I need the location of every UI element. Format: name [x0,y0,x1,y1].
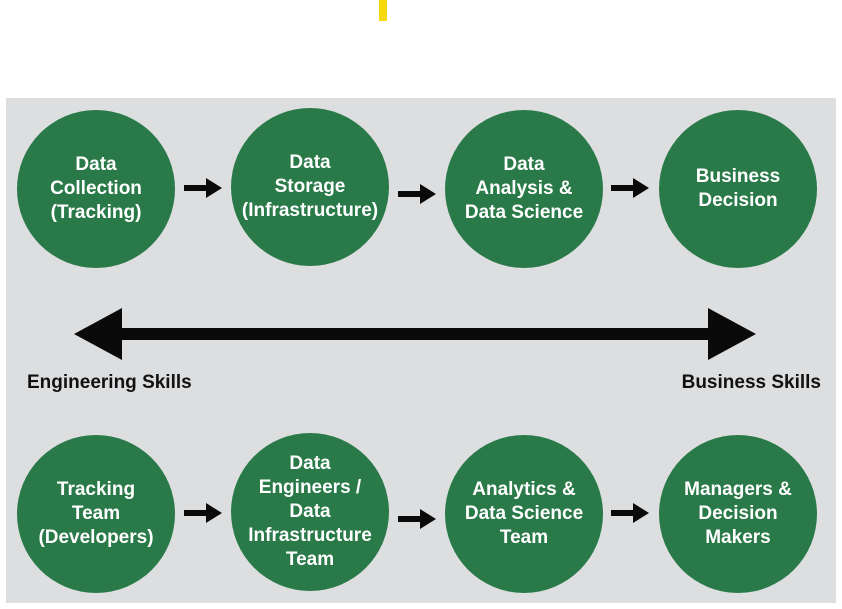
team-label: Tracking Team (Developers) [38,479,154,548]
team-label: Data Engineers / Data Infrastructure Tea… [248,453,372,570]
engineering-skills-label: Engineering Skills [27,372,192,393]
step-data-analysis: Data Analysis & Data Science [445,110,603,268]
step-label: Data Storage (Infrastructure) [241,152,379,221]
arrow-right-icon [611,503,649,523]
team-label: Analytics & Data Science Team [464,479,584,548]
business-skills-label: Business Skills [681,372,821,393]
arrow-right-icon [398,509,436,529]
arrow-right-icon [184,503,222,523]
arrow-right-icon [398,184,436,204]
team-tracking: Tracking Team (Developers) [17,435,175,593]
team-managers: Managers & Decision Makers [659,435,817,593]
step-business-decision: Business Decision [659,110,817,268]
team-data-engineers: Data Engineers / Data Infrastructure Tea… [231,433,389,591]
step-data-collection: Data Collection (Tracking) [17,110,175,268]
step-data-storage: Data Storage (Infrastructure) [231,108,389,266]
step-label: Data Analysis & Data Science [464,154,584,223]
arrow-right-icon [184,178,222,198]
double-arrow-icon [74,308,756,360]
step-label: Data Collection (Tracking) [50,154,142,223]
step-label: Business Decision [695,166,781,211]
arrow-right-icon [611,178,649,198]
team-analytics: Analytics & Data Science Team [445,435,603,593]
team-label: Managers & Decision Makers [684,479,792,548]
yellow-accent-mark [379,0,387,21]
